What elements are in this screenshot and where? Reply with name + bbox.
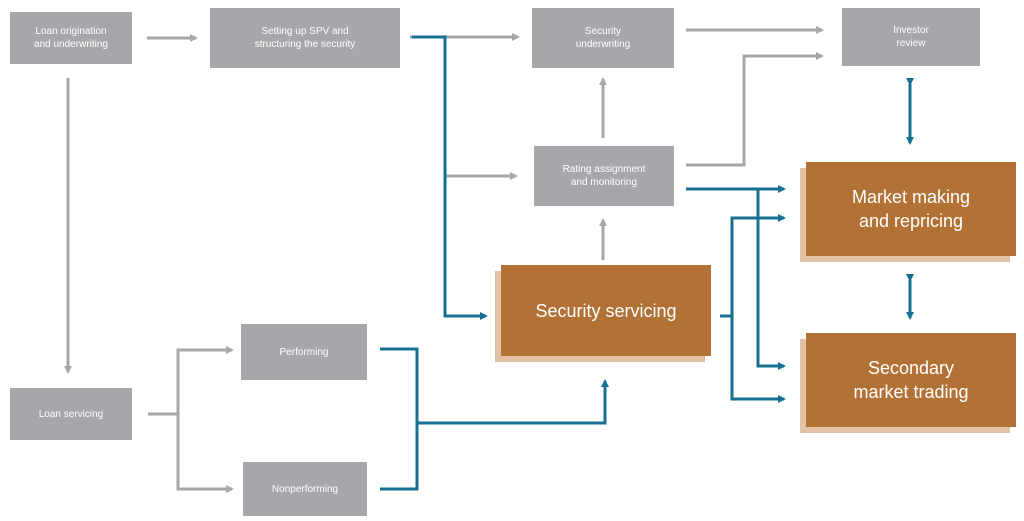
node-performing-label: Performing	[279, 346, 329, 358]
node-loan-servicing: Loan servicing	[10, 388, 132, 440]
node-performing: Performing	[241, 324, 367, 380]
node-investor-review-label: Investor review	[893, 25, 929, 49]
node-secondary-market: Secondary market trading	[806, 333, 1016, 427]
arrow-loan-servicing-to-performing	[148, 346, 234, 416]
node-spv-structuring-label: Setting up SPV and structuring the secur…	[254, 26, 356, 50]
node-spv-structuring: Setting up SPV and structuring the secur…	[210, 8, 400, 68]
arrow-loan-servicing-to-nonperforming	[176, 414, 234, 493]
node-loan-servicing-label: Loan servicing	[38, 408, 104, 420]
node-secondary-market-label: Secondary market trading	[853, 358, 969, 402]
node-loan-origination-label: Loan origination and underwriting	[34, 26, 108, 50]
node-security-servicing: Security servicing	[501, 265, 711, 356]
node-rating-assignment: Rating assignment and monitoring	[534, 146, 674, 206]
node-security-underwriting: Security underwriting	[532, 8, 674, 68]
node-security-servicing-label: Security servicing	[535, 300, 677, 321]
node-security-underwriting-label: Security underwriting	[575, 26, 631, 50]
arrow-performing-merge	[380, 347, 419, 491]
node-investor-review: Investor review	[842, 8, 980, 66]
node-nonperforming-label: Nonperforming	[271, 483, 339, 495]
arrow-spv-to-security-servicing	[412, 35, 488, 320]
node-rating-assignment-label: Rating assignment and monitoring	[562, 164, 646, 188]
arrow-servicing-to-secondary-market	[730, 316, 786, 403]
node-market-making-label: Market making and repricing	[851, 187, 971, 231]
arrow-rating-to-investor	[686, 52, 824, 167]
node-nonperforming: Nonperforming	[243, 462, 367, 516]
arrow-rating-to-secondary-market	[756, 189, 786, 370]
node-market-making: Market making and repricing	[806, 162, 1016, 256]
arrow-loans-to-security-servicing	[417, 379, 609, 425]
node-loan-origination: Loan origination and underwriting	[10, 12, 132, 64]
arrow-servicing-to-market-making	[720, 214, 786, 318]
